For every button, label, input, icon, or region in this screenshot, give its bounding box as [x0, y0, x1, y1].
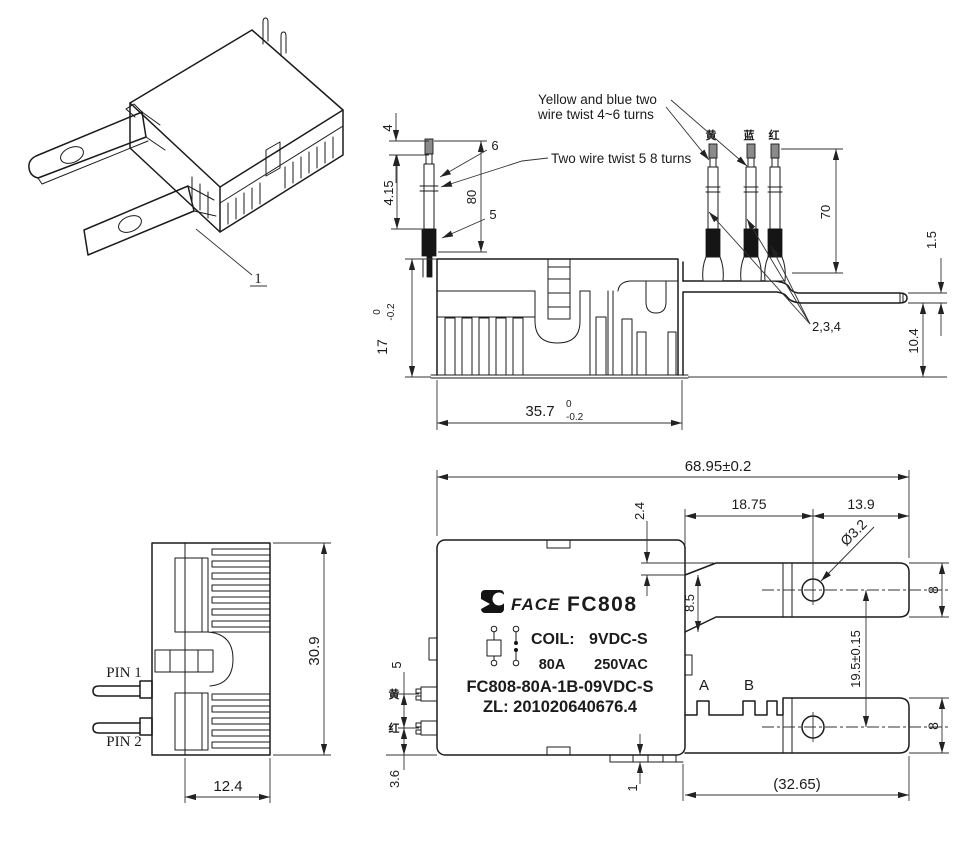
pin1-label: PIN 1	[106, 665, 141, 681]
coil-lead-wire-left	[419, 138, 439, 278]
end-view-fins-upper	[211, 548, 271, 633]
nameplate-brand: FACE	[511, 595, 560, 614]
dim-blade-offset: 2.4	[632, 502, 647, 520]
plan-view: 黄 红 FACE FC808 COIL: 9VDC-S 80A 250VAC	[386, 458, 949, 801]
dim-pin-pitch: 5	[389, 661, 404, 668]
dim-blade-width-lower: 8	[925, 722, 941, 730]
iso-side-latch	[265, 141, 281, 177]
note-yellow-blue-line2: wire twist 4~6 turns	[537, 107, 654, 122]
pin-color-yellow-label: 黄	[389, 687, 400, 701]
wire-color-blue-label: 蓝	[744, 128, 755, 142]
nameplate-voltage: 250VAC	[594, 657, 648, 673]
plan-view-dimensions: 68.95±0.2 2.4 8.5 18.75 13.9 Ø3.2 8 8 19…	[386, 458, 949, 801]
nameplate-model: FC808	[567, 593, 638, 616]
nameplate-coil-label: COIL:	[531, 631, 575, 648]
dim-blade-thickness: 1.5	[924, 231, 939, 249]
mount-plate-and-blade	[682, 280, 908, 376]
coil-wires-234: 黄 蓝 红	[702, 128, 786, 282]
dim-blade-height: 10.4	[906, 328, 921, 353]
blade-tip-marks	[899, 292, 904, 304]
iso-vent-fins	[191, 136, 334, 225]
dim-overall-length: 68.95±0.2	[685, 458, 752, 475]
wire-blue	[740, 143, 762, 282]
side-elevation-view: 黄 蓝 红 4 4.15 80 6 5 Two wire twist 5 8 t…	[372, 92, 947, 430]
balloon-1-leader	[195, 228, 253, 276]
balloon-234-label: 2,3,4	[812, 319, 841, 334]
iso-terminal-blade-upper	[28, 103, 166, 185]
nameplate-current: 80A	[539, 657, 566, 673]
wire-color-red-label: 红	[769, 128, 780, 142]
nameplate: FACE FC808 COIL: 9VDC-S 80A 250VAC FC808…	[466, 590, 654, 716]
iso-fin-band-line	[219, 125, 344, 204]
note-two-wire-twist: Two wire twist 5 8 turns	[551, 151, 692, 166]
dim-body-width-tol-lo: -0.2	[566, 412, 584, 423]
pin-1	[92, 680, 153, 699]
dim-pin-to-bottom: 3.6	[387, 770, 402, 788]
side-nub-left	[428, 637, 438, 661]
dim-body-height-tol-lo: -0.2	[386, 303, 397, 321]
pin-2	[92, 717, 153, 736]
dim-strip-tip: 4	[380, 124, 395, 131]
bottom-step	[609, 754, 684, 763]
wire-red	[764, 143, 786, 282]
load-terminal-lower	[684, 697, 948, 754]
dim-neck-height: 8.5	[682, 594, 697, 612]
end-view-dimensions: 30.9 12.4	[184, 542, 331, 803]
end-view-outline	[151, 542, 271, 756]
dim-step-height: 1	[625, 784, 640, 791]
pin-color-red-label: 红	[389, 721, 400, 735]
note-yellow-blue-line1: Yellow and blue two	[538, 92, 657, 107]
wire-yellow	[702, 143, 724, 282]
wire-sleeve	[421, 228, 437, 257]
dim-wire-70: 70	[818, 205, 833, 219]
dim-blade-width-upper: 8	[925, 586, 941, 594]
dim-blade-pitch: 19.5±0.15	[848, 630, 863, 688]
notch-b-label: B	[744, 677, 754, 694]
nameplate-part-number: FC808-80A-1B-09VDC-S	[466, 678, 653, 696]
iso-top-face	[129, 29, 344, 188]
dim-strip-length: 4.15	[381, 180, 396, 205]
dim-end-width: 12.4	[213, 778, 242, 795]
face-logo-icon	[481, 590, 506, 613]
dim-hole-to-end: 13.9	[847, 496, 874, 512]
isometric-view: 1	[28, 17, 344, 287]
dim-wire-length: 80	[464, 190, 479, 204]
vent-slots-right	[579, 280, 679, 376]
coil-pin-red	[415, 720, 438, 736]
vent-slots-left	[444, 317, 524, 376]
relay-body-outline	[430, 258, 908, 379]
load-terminal-upper	[684, 562, 948, 633]
iso-right-face	[219, 109, 344, 233]
dim-body-height: 17	[374, 339, 390, 355]
latch-cells	[154, 649, 214, 673]
nameplate-coil-value: 9VDC-S	[589, 631, 648, 648]
balloon-1-label: 1	[254, 271, 262, 287]
end-view: PIN 1 PIN 2 30.9 12.4	[92, 542, 331, 803]
frame-curve	[207, 631, 234, 687]
side-view-dimensions: 4 4.15 80 6 5 Two wire twist 5 8 turns Y…	[372, 92, 947, 430]
iso-coil-pins	[262, 17, 287, 57]
balloon-5-label: 5	[489, 207, 496, 222]
dim-hole-offset: 18.75	[731, 496, 766, 512]
dim-body-height-tol-up: 0	[372, 309, 383, 315]
side-nub-right	[684, 654, 693, 676]
relay-body-interior	[436, 258, 679, 376]
iso-terminal-blade-lower	[83, 185, 217, 256]
pin2-label: PIN 2	[106, 734, 141, 750]
dim-terminal-length: (32.65)	[773, 776, 821, 793]
relay-schematic-symbol	[486, 625, 520, 667]
notch-a-label: A	[699, 677, 709, 694]
dim-hole-diameter: Ø3.2	[837, 516, 870, 549]
coil-pin-yellow	[415, 686, 438, 702]
dim-body-width-tol-up: 0	[566, 399, 572, 410]
end-view-fins-lower	[211, 693, 271, 749]
balloon-6-label: 6	[491, 138, 498, 153]
dim-body-width: 35.7	[525, 403, 554, 420]
dim-end-height: 30.9	[306, 636, 323, 665]
nameplate-patent: ZL: 201020640676.4	[483, 698, 638, 716]
